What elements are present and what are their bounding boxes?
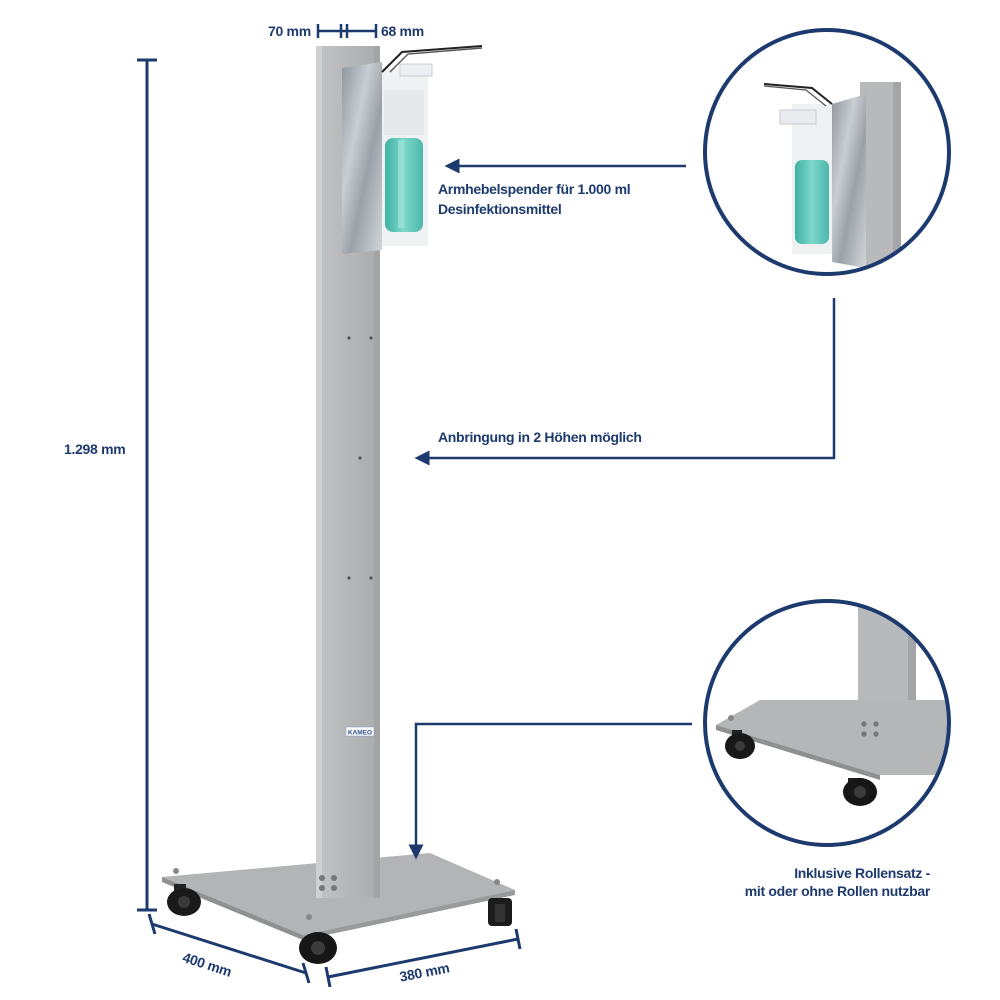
caster-detail-circle [703,599,951,847]
base-width-dimension-line [324,928,522,988]
dispenser [382,63,433,246]
width-dimension-line [316,24,378,38]
galvanized-back-plate [342,62,382,254]
height-dimension-line [137,58,157,912]
caster-callout-line1: Inklusive Rollensatz - [794,865,930,881]
dispenser-callout-line1: Armhebelspender für 1.000 ml [438,181,631,197]
caster-wheel [488,898,512,926]
caster-wheel [167,884,201,916]
mounting-callout-arrow [414,298,836,466]
depth-dimension-line [147,913,311,984]
svg-text:KAMEO: KAMEO [348,730,372,737]
dispenser-detail-circle [703,28,951,276]
caster-callout-arrow [408,722,692,860]
dispenser-callout-line2: Desinfektionsmittel [438,201,562,217]
caster-callout-line2: mit oder ohne Rollen nutzbar [744,883,931,899]
width-right-label: 68 mm [381,23,424,39]
mounting-callout-text: Anbringung in 2 Höhen möglich [438,429,642,445]
height-label: 1.298 mm [64,441,126,457]
brand-plate: KAMEO [345,726,375,737]
caster-wheel [299,932,337,964]
arm-lever [381,45,483,73]
width-left-label: 70 mm [268,23,311,39]
